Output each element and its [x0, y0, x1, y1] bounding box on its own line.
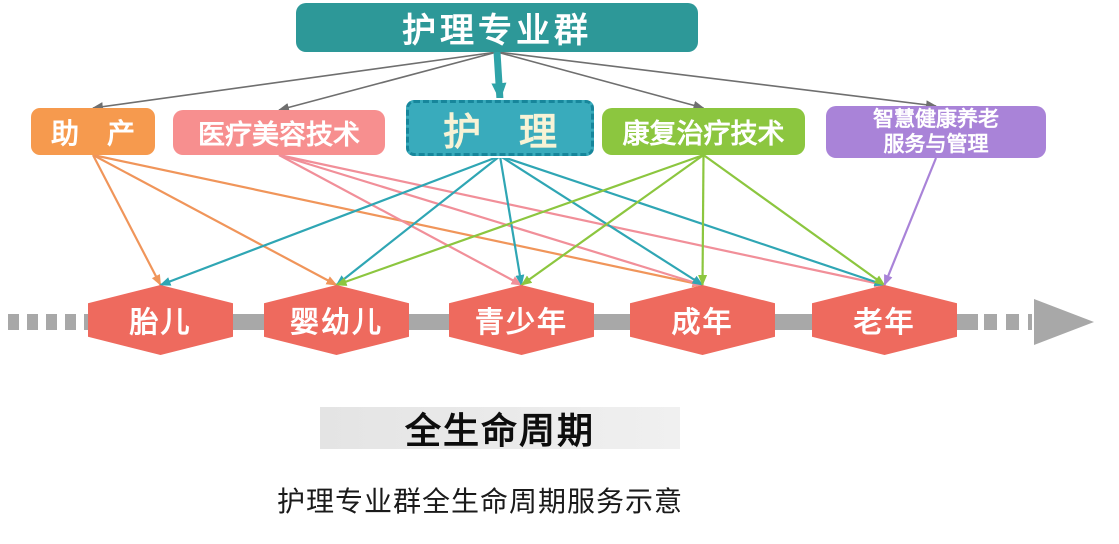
edge-line-root-zhihui	[496, 51, 937, 110]
group-title-box: 护理专业群	[296, 3, 698, 52]
edge-line-root-huli	[491, 51, 507, 101]
edge-line-kangfu-qingshaonian	[520, 154, 705, 286]
stage-label-fetus: 胎儿	[129, 307, 192, 339]
major-label-medical-cosmetology: 医疗美容技术	[198, 120, 360, 150]
edge-line-meirong-laonian	[278, 153, 886, 288]
edge-line-meirong-qingshaonian	[278, 154, 523, 286]
edge-line-zhihui-laonian	[883, 157, 938, 286]
lifecycle-banner: 全生命周期	[320, 407, 680, 451]
stage-label-infant: 婴幼儿	[289, 307, 383, 339]
major-label-smart-eldercare-line2: 服务与管理	[883, 133, 989, 156]
stage-label-adult: 成年	[671, 307, 734, 339]
diagram-caption: 护理专业群全生命周期服务示意	[276, 486, 683, 517]
major-label-smart-eldercare-line1: 智慧健康养老	[873, 107, 999, 131]
stage-label-elderly: 老年	[853, 307, 916, 339]
edge-line-huli-qingshaonian	[498, 155, 525, 286]
edge-line-huli-taier	[159, 154, 501, 287]
timeline-arrowhead-icon	[1034, 299, 1094, 345]
edge-line-zhuchan-taier	[92, 154, 162, 286]
edge-line-zhuchan-chengnian	[92, 153, 704, 288]
edge-line-kangfu-yingyouer	[335, 153, 704, 287]
major-box-nursing: 护 理	[406, 100, 594, 156]
edge-line-huli-yingyouer	[335, 155, 501, 286]
edge-line-meirong-chengnian	[278, 153, 704, 287]
major-label-nursing: 护 理	[442, 111, 557, 154]
major-label-rehabilitation: 康复治疗技术	[622, 119, 785, 149]
stage-label-youth: 青少年	[474, 307, 568, 339]
major-box-smart-eldercare: 智慧健康养老 服务与管理	[826, 106, 1046, 158]
major-box-medical-cosmetology: 医疗美容技术	[173, 110, 385, 155]
major-box-midwifery: 助 产	[31, 108, 155, 155]
major-label-midwifery: 助 产	[50, 117, 135, 149]
major-box-rehabilitation: 康复治疗技术	[602, 108, 805, 155]
edge-line-kangfu-laonian	[702, 154, 886, 286]
edge-line-huli-chengnian	[499, 155, 704, 286]
group-title-label: 护理专业群	[402, 12, 592, 50]
edge-line-root-kangfu	[496, 51, 705, 110]
edge-line-root-meirong	[278, 51, 498, 112]
edge-line-huli-laonian	[499, 154, 886, 287]
edge-line-zhuchan-yingyouer	[92, 154, 338, 286]
edge-line-kangfu-chengnian	[698, 154, 708, 286]
edge-line-root-zhuchan	[92, 51, 498, 112]
lifecycle-label: 全生命周期	[404, 410, 595, 451]
